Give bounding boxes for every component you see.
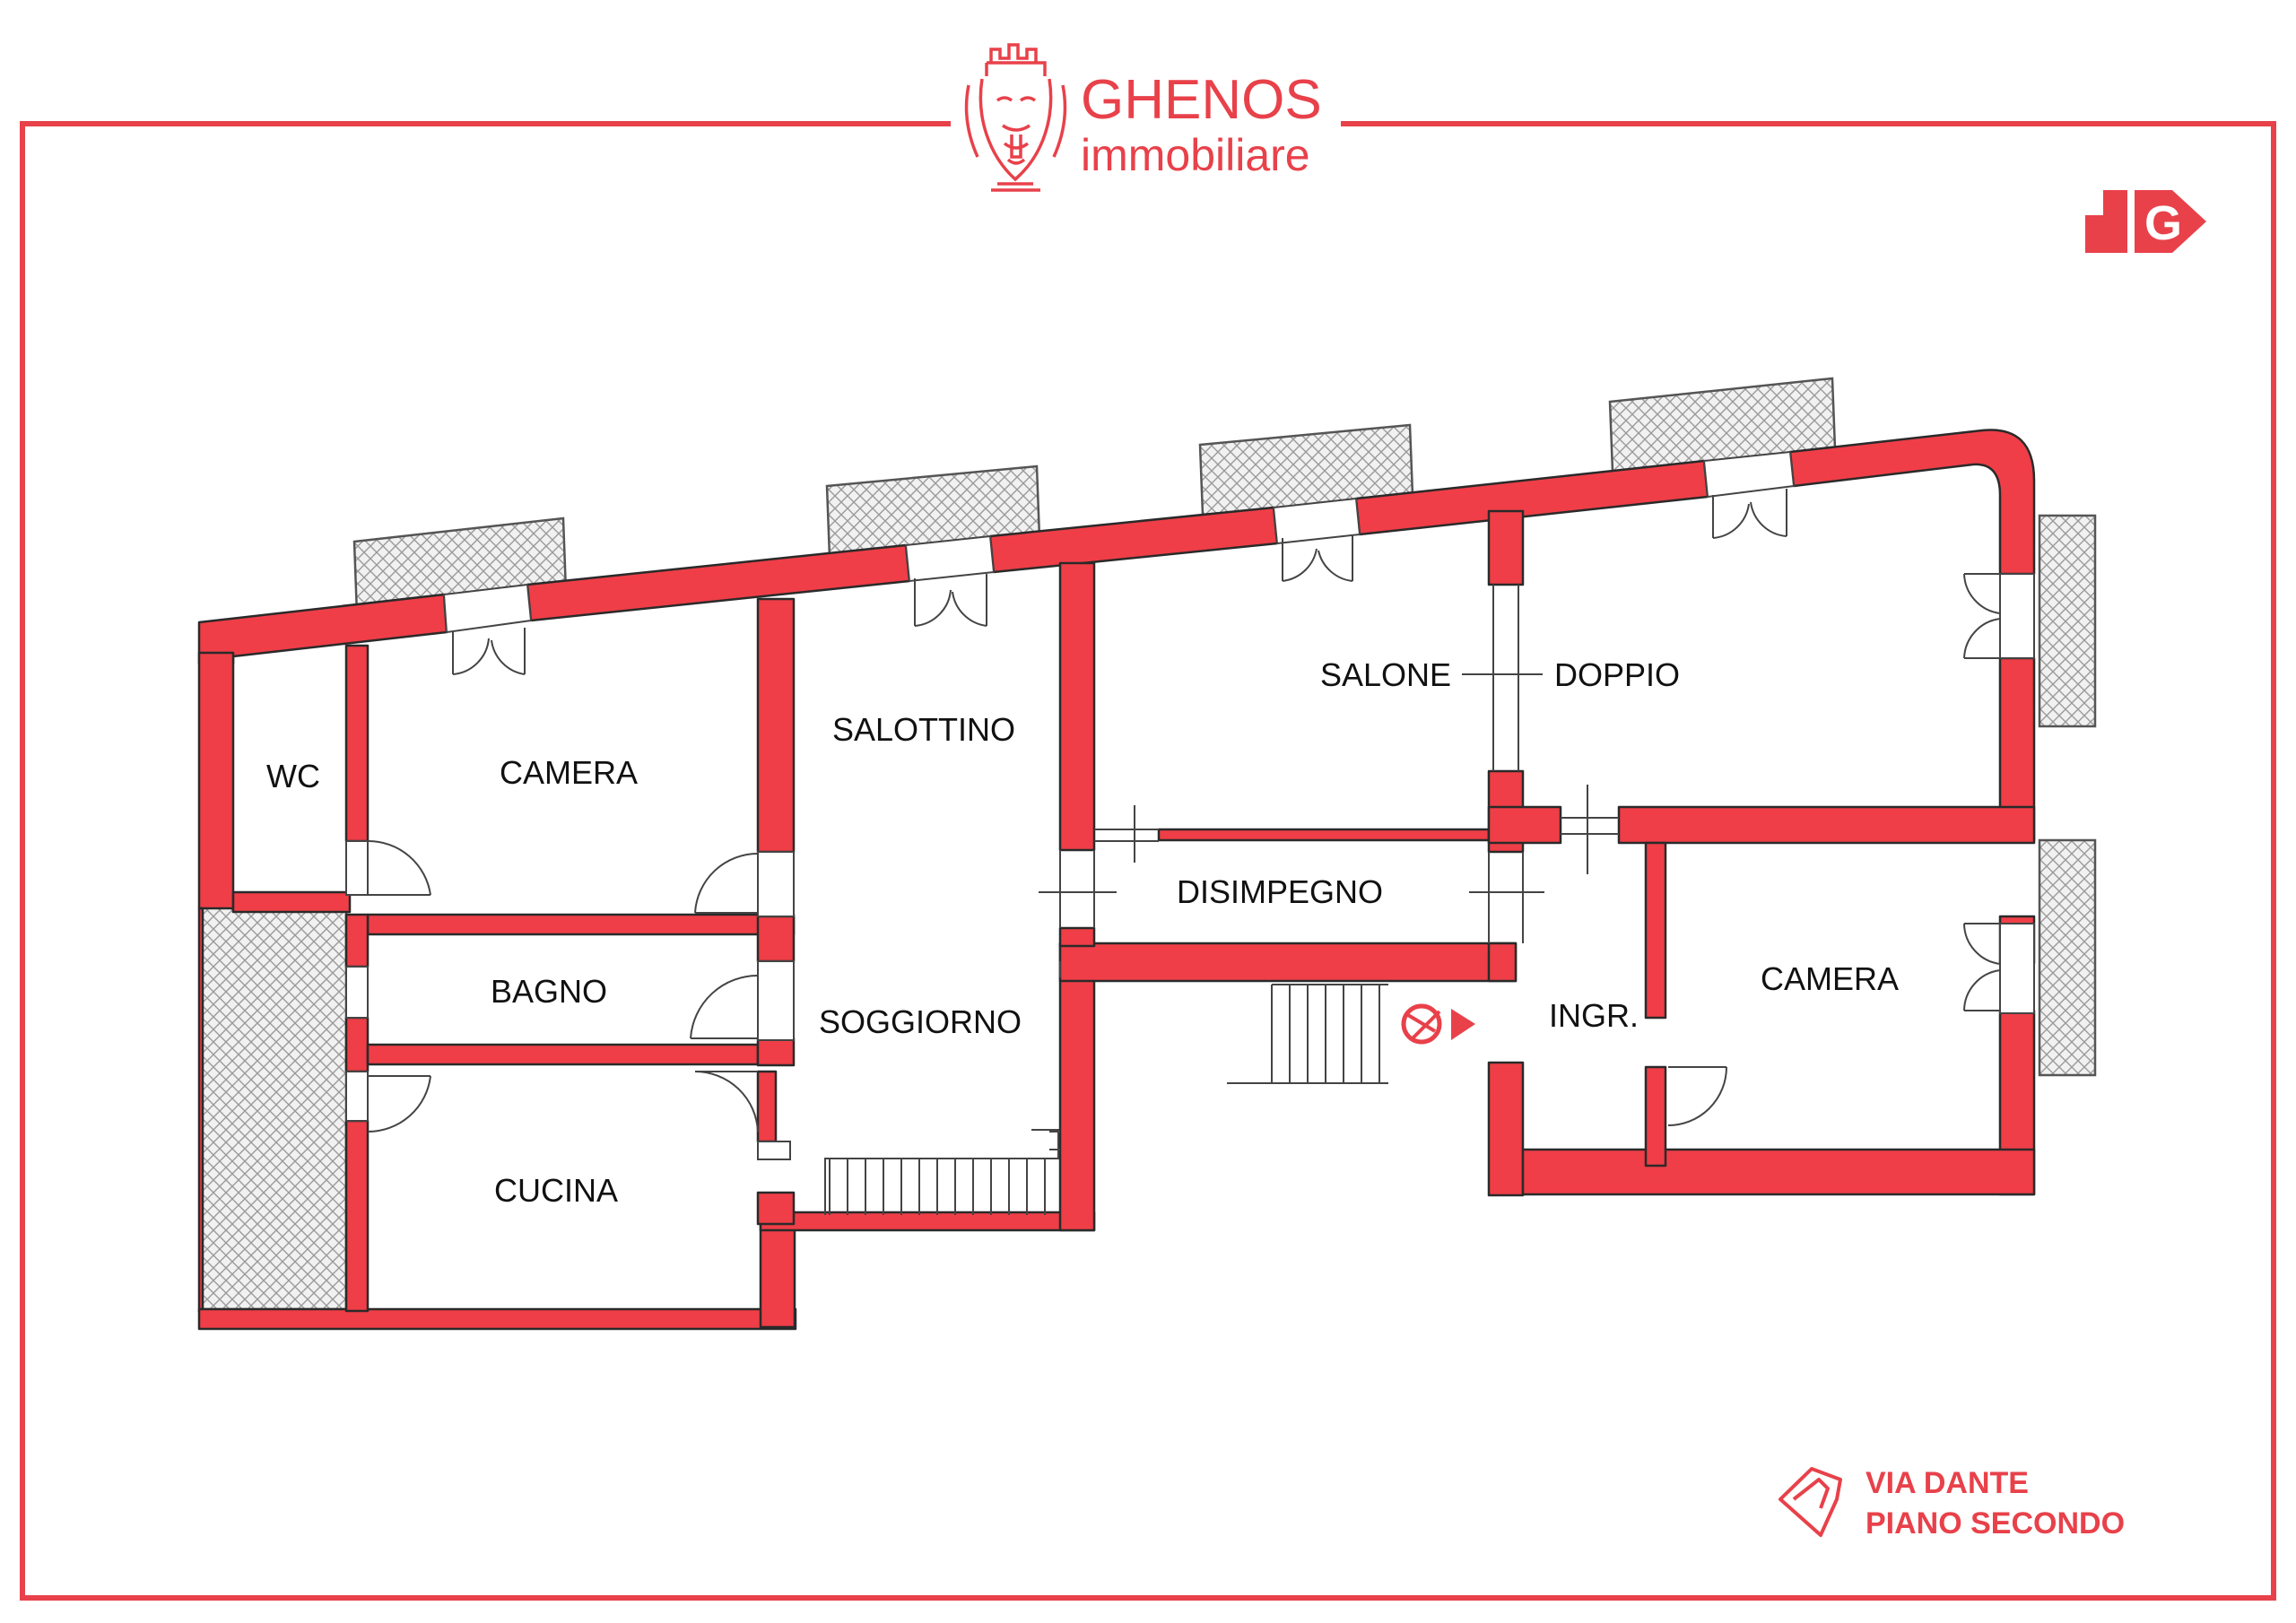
room-label-camera-right: CAMERA <box>1761 960 1899 997</box>
address-street: VIA DANTE <box>1866 1466 2029 1500</box>
address-floor: PIANO SECONDO <box>1866 1506 2125 1541</box>
castle-king-logo-icon <box>964 43 1067 192</box>
room-label-camera-left: CAMERA <box>500 754 638 791</box>
terrace-west <box>199 904 348 1311</box>
room-label-wc: WC <box>266 758 320 794</box>
room-label-doppio: DOPPIO <box>1554 656 1680 693</box>
energy-class-arrow-icon: G <box>2085 190 2206 253</box>
openings <box>345 450 2035 1160</box>
room-label-bagno: BAGNO <box>491 973 607 1010</box>
badge-letter: G <box>2144 196 2182 250</box>
brand-subtitle: immobiliare <box>1081 130 1310 180</box>
stairs <box>824 984 1388 1215</box>
entrance-person-arrow-icon <box>1401 1003 1475 1045</box>
walls <box>197 429 2036 1331</box>
brand-logo: GHENOS immobiliare <box>964 43 1322 192</box>
room-label-cucina: CUCINA <box>494 1172 618 1209</box>
page-border <box>20 121 2276 1601</box>
balconies <box>199 377 2097 1311</box>
room-label-soggiorno: SOGGIORNO <box>819 1003 1022 1040</box>
room-label-salottino: SALOTTINO <box>832 711 1015 748</box>
balcony-east-1 <box>2038 514 2097 728</box>
room-label-ingresso: INGR. <box>1549 997 1639 1034</box>
room-labels: WC CAMERA SALOTTINO SALONE DOPPIO BAGNO … <box>266 656 1899 1209</box>
room-label-salone: SALONE <box>1320 656 1451 693</box>
brand-name: GHENOS <box>1081 69 1322 131</box>
address-block: VIA DANTE PIANO SECONDO <box>1779 1466 2125 1541</box>
balcony-east-2 <box>2038 838 2097 1077</box>
location-tag-icon <box>1779 1467 1842 1537</box>
room-label-disimpegno: DISIMPEGNO <box>1177 873 1383 910</box>
